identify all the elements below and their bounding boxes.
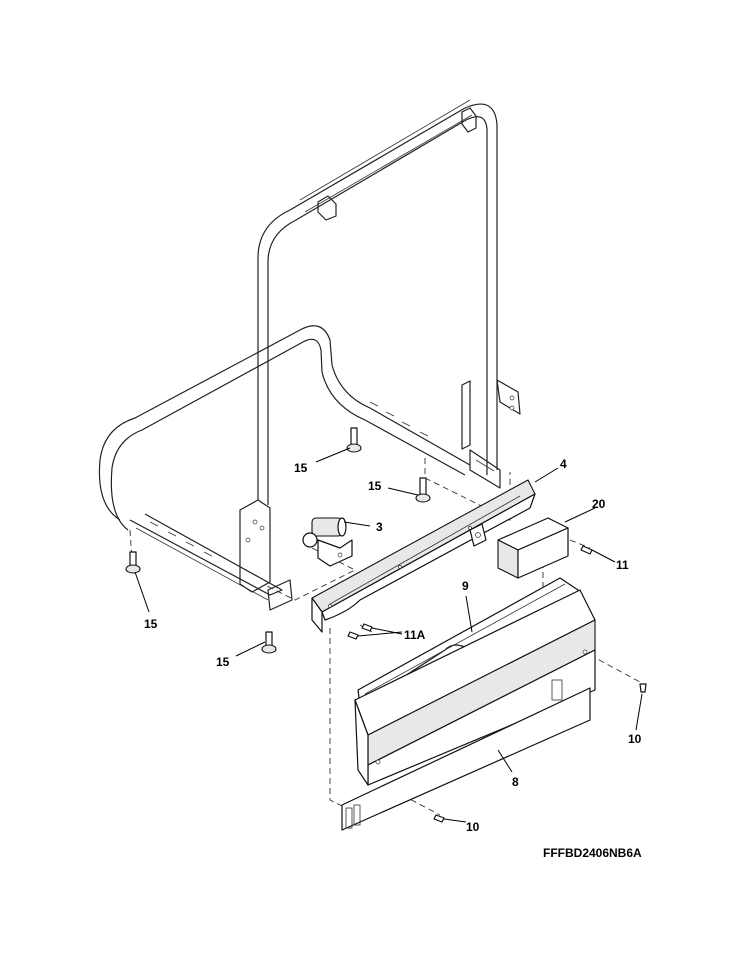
leveling-leg-4 <box>261 631 277 654</box>
label-15-d: 15 <box>216 655 230 669</box>
lower-kick-plate <box>341 687 591 831</box>
label-15-c: 15 <box>144 617 158 631</box>
leader-lines <box>134 447 643 823</box>
leveling-leg-1 <box>346 427 362 453</box>
part-20-box <box>497 517 569 579</box>
label-11a: 11A <box>404 628 426 642</box>
label-9: 9 <box>462 579 469 593</box>
label-8: 8 <box>512 775 519 789</box>
label-11: 11 <box>616 558 629 572</box>
screw-11a-2 <box>361 623 373 632</box>
diagram-code: FFFBD2406NB6A <box>543 846 642 860</box>
label-10-a: 10 <box>628 732 642 746</box>
label-3: 3 <box>376 520 383 534</box>
screw-11a-1 <box>347 631 359 640</box>
screw-10-right <box>639 683 647 693</box>
upright-frame <box>257 99 521 505</box>
label-20: 20 <box>592 497 606 511</box>
screw-10-bottom <box>433 814 445 823</box>
label-15-a: 15 <box>294 461 308 475</box>
toe-kick-panel <box>354 589 596 786</box>
toe-panel-bracket <box>311 479 536 633</box>
leveling-leg-2 <box>415 477 431 503</box>
screw-11 <box>580 545 593 555</box>
water-valve <box>302 517 353 567</box>
label-10-b: 10 <box>466 820 480 834</box>
callout-labels: 4 20 15 15 15 15 3 11 11A 9 10 8 10 FFFB… <box>144 457 642 860</box>
label-4: 4 <box>560 457 567 471</box>
leveling-leg-3 <box>125 551 141 574</box>
label-15-b: 15 <box>368 479 382 493</box>
base-frame <box>98 325 471 611</box>
